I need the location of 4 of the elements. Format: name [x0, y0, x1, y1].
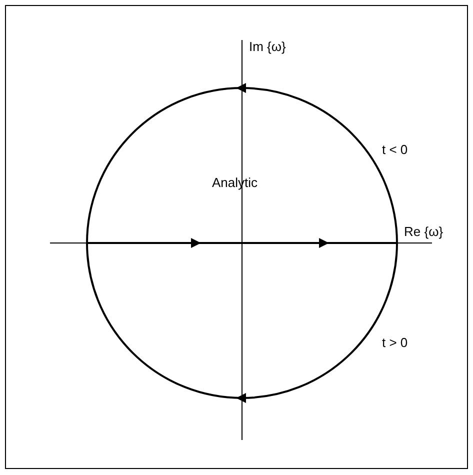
axis-label: Im {ω}: [249, 40, 286, 53]
axis-label: t > 0: [382, 336, 408, 349]
axis-label: t < 0: [382, 143, 408, 156]
axis-label: Re {ω}: [404, 225, 444, 238]
